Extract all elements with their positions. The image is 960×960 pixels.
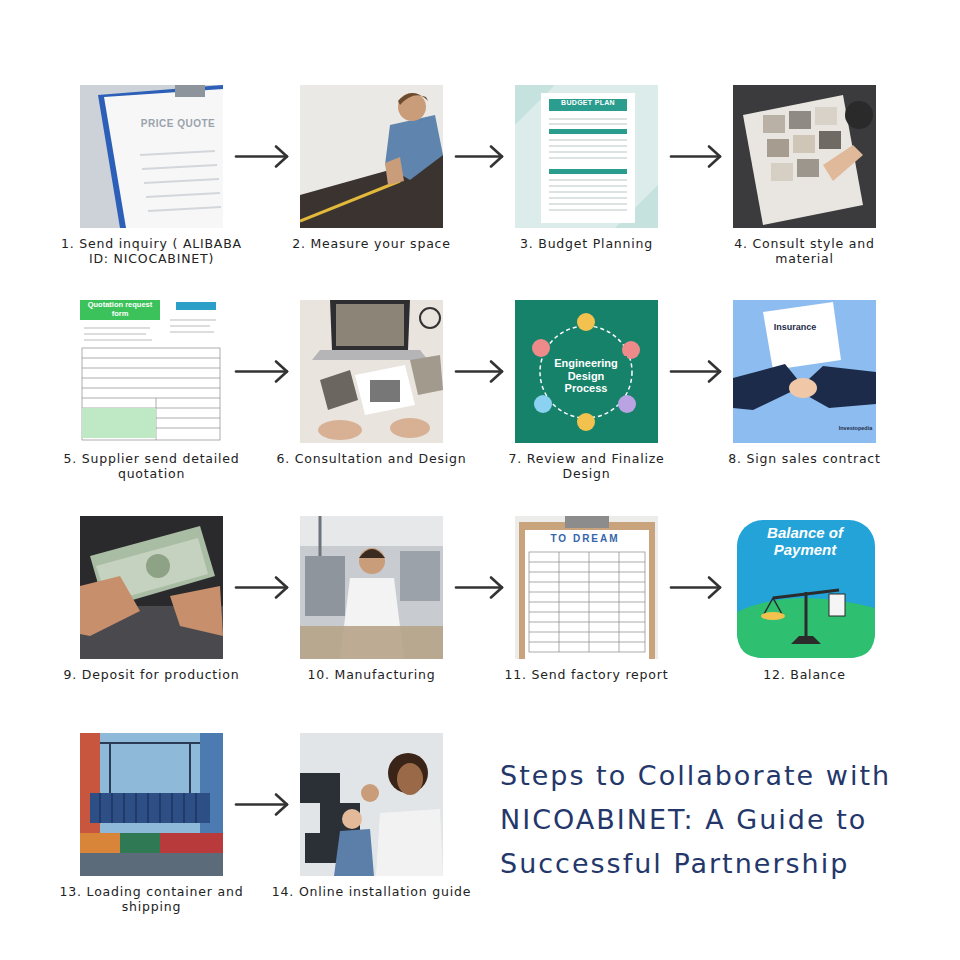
measuring-photo xyxy=(300,85,443,228)
process-graphic xyxy=(515,300,658,443)
flow-arrow xyxy=(671,155,720,158)
contract-graphic xyxy=(733,300,876,443)
design-photo xyxy=(300,300,443,443)
report-photo xyxy=(515,516,658,659)
step-caption: 7. Review and Finalize Design xyxy=(487,451,687,481)
thumbnail-text: BUDGET PLAN xyxy=(549,99,627,107)
clipboard-photo xyxy=(80,85,223,228)
step-box: 8. Sign sales contract xyxy=(733,300,876,443)
flow-arrow xyxy=(456,370,502,373)
step-caption: 1. Send inquiry ( ALIBABA ID: NICOCABINE… xyxy=(52,236,252,266)
balance-icon xyxy=(737,520,875,658)
form-photo xyxy=(80,300,223,443)
step-caption: 13. Loading container and shipping xyxy=(52,884,252,914)
support-photo xyxy=(300,733,443,876)
flow-arrow xyxy=(236,586,287,589)
thumbnail-text: Balance of Payment xyxy=(748,524,862,559)
step-caption: 14. Online installation guide xyxy=(272,884,472,899)
flow-arrow xyxy=(456,155,502,158)
flow-arrow xyxy=(236,370,287,373)
step-caption: 9. Deposit for production xyxy=(52,667,252,682)
step-box: 5. Supplier send detailed quotation xyxy=(80,300,223,443)
step-caption: 8. Sign sales contract xyxy=(705,451,905,466)
step-caption: 12. Balance xyxy=(705,667,905,682)
port-photo xyxy=(80,733,223,876)
thumbnail-text: TO DREAM xyxy=(535,533,635,545)
step-caption: 2. Measure your space xyxy=(272,236,472,251)
step-box: 1. Send inquiry ( ALIBABA ID: NICOCABINE… xyxy=(80,85,223,228)
step-caption: 11. Send factory report xyxy=(487,667,687,682)
thumbnail-text: Quotation request form xyxy=(80,301,160,318)
step-box: 3. Budget Planning xyxy=(515,85,658,228)
budget-photo xyxy=(515,85,658,228)
flow-arrow xyxy=(456,586,502,589)
step-caption: 10. Manufacturing xyxy=(272,667,472,682)
step-box: 13. Loading container and shipping xyxy=(80,733,223,876)
flow-arrow xyxy=(236,803,287,806)
thumbnail-text: Engineering Design Process xyxy=(545,357,627,395)
money-photo xyxy=(80,516,223,659)
step-box: 9. Deposit for production xyxy=(80,516,223,659)
step-caption: 6. Consultation and Design xyxy=(272,451,472,466)
step-box: 14. Online installation guide xyxy=(300,733,443,876)
thumbnail-text: PRICE QUOTE xyxy=(138,118,218,130)
flow-arrow xyxy=(671,586,720,589)
flow-arrow xyxy=(236,155,287,158)
step-box: 6. Consultation and Design xyxy=(300,300,443,443)
thumbnail-text: Investopedia xyxy=(835,425,876,431)
factory-photo xyxy=(300,516,443,659)
step-box: 2. Measure your space xyxy=(300,85,443,228)
step-box: 10. Manufacturing xyxy=(300,516,443,659)
samples-photo xyxy=(733,85,876,228)
step-caption: 5. Supplier send detailed quotation xyxy=(52,451,252,481)
step-caption: 4. Consult style and material xyxy=(705,236,905,266)
diagram-title: Steps to Collaborate with NICOABINET: A … xyxy=(500,754,940,886)
step-box: 4. Consult style and material xyxy=(733,85,876,228)
thumbnail-text: Insurance xyxy=(765,322,825,332)
flow-arrow xyxy=(671,370,720,373)
step-caption: 3. Budget Planning xyxy=(487,236,687,251)
